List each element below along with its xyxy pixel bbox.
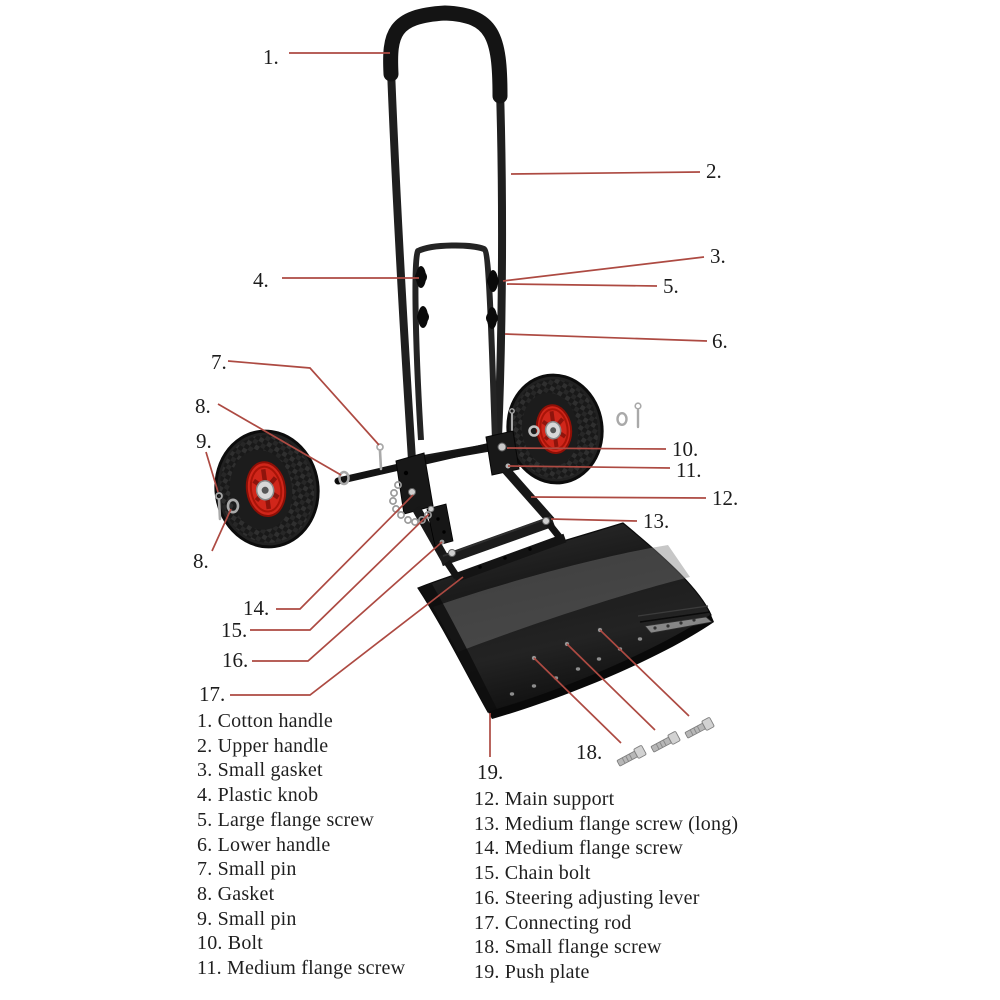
parts-list-item: 9. Small pin xyxy=(197,907,297,930)
flange-screw xyxy=(616,745,647,767)
small-gasket-washer xyxy=(616,412,628,427)
cotton-handle-grip xyxy=(383,5,508,104)
parts-list-item: 3. Small gasket xyxy=(197,759,323,782)
plastic-knob xyxy=(487,270,499,292)
right-bracket xyxy=(485,430,520,476)
small-pin xyxy=(509,408,515,431)
parts-list-item: 11. Medium flange screw xyxy=(197,957,406,980)
axle-ring xyxy=(528,425,540,437)
left-bracket xyxy=(395,452,434,515)
callout-18: 18. xyxy=(576,740,602,764)
parts-list-item: 14. Medium flange screw xyxy=(474,837,683,860)
parts-list-item: 17. Connecting rod xyxy=(474,911,632,934)
parts-list-item: 15. Chain bolt xyxy=(474,862,591,885)
callout-5: 5. xyxy=(663,274,679,298)
callout-13: 13. xyxy=(643,509,669,533)
callout-9: 9. xyxy=(196,429,212,453)
main-support-frame xyxy=(389,430,567,583)
callout-10: 10. xyxy=(672,437,698,461)
lower-handle-tube xyxy=(412,242,498,441)
parts-list-item: 16. Steering adjusting lever xyxy=(474,886,700,909)
parts-list-item: 19. Push plate xyxy=(474,960,590,983)
parts-list-left-column: 1. Cotton handle 2. Upper handle 3. Smal… xyxy=(197,709,405,981)
blade-edge-strip xyxy=(644,616,713,634)
loose-hardware xyxy=(215,402,642,521)
callout-8a: 8. xyxy=(195,394,211,418)
plastic-knob xyxy=(415,266,427,288)
parts-list-item: 18. Small flange screw xyxy=(474,936,662,959)
handle-assembly xyxy=(383,5,508,461)
small-pin xyxy=(376,443,384,471)
callout-19: 19. xyxy=(477,760,503,784)
callout-6: 6. xyxy=(712,329,728,353)
chain-bolt xyxy=(389,481,432,526)
parts-list-item: 7. Small pin xyxy=(197,858,297,881)
callout-3: 3. xyxy=(710,244,726,268)
push-plate xyxy=(417,522,714,719)
steering-adjusting-lever xyxy=(426,503,454,547)
parts-list-item: 8. Gasket xyxy=(197,882,275,905)
callout-2: 2. xyxy=(706,159,722,183)
parts-list-item: 6. Lower handle xyxy=(197,833,331,856)
flange-screw xyxy=(650,731,681,753)
parts-list-item: 13. Medium flange screw (long) xyxy=(474,812,739,835)
callout-16: 16. xyxy=(222,648,248,672)
gasket-washer xyxy=(226,498,240,514)
connecting-rod xyxy=(453,533,567,583)
parts-list-item: 1. Cotton handle xyxy=(197,710,333,732)
callout-15: 15. xyxy=(221,618,247,642)
callout-12: 12. xyxy=(712,486,738,510)
flange-screw xyxy=(684,717,715,739)
plastic-knobs xyxy=(415,266,499,329)
parts-list-item: 2. Upper handle xyxy=(197,734,329,757)
callout-11: 11. xyxy=(676,458,701,482)
upper-handle-left-tube xyxy=(387,69,416,461)
callout-1: 1. xyxy=(263,45,279,69)
edge-strip-holes xyxy=(653,618,696,630)
gasket-washer xyxy=(338,470,350,486)
wheel-left xyxy=(214,429,320,549)
callout-17: 17. xyxy=(199,682,225,706)
parts-list-right-column: 12. Main support 13. Medium flange screw… xyxy=(474,787,738,985)
parts-list-item: 10. Bolt xyxy=(197,932,264,955)
plastic-knob xyxy=(486,307,498,329)
parts-list-item: 4. Plastic knob xyxy=(197,784,319,807)
callout-14: 14. xyxy=(243,596,269,620)
callout-4: 4. xyxy=(253,268,269,292)
wheel-right xyxy=(506,373,604,485)
plastic-knob xyxy=(417,306,429,328)
leader-lines xyxy=(205,52,708,757)
callout-8b: 8. xyxy=(193,549,209,573)
parts-list-item: 5. Large flange screw xyxy=(197,808,375,831)
small-pin xyxy=(215,492,223,521)
callout-labels: 1. 2. 3. 4. 5. 6. 7. 8. 9. 8. 10. 11. 12… xyxy=(193,45,738,784)
upper-handle-right-tube xyxy=(494,89,507,439)
parts-list-item: 12. Main support xyxy=(474,788,615,810)
small-pin xyxy=(634,402,642,429)
medium-flange-screw xyxy=(408,488,416,496)
small-flange-screws xyxy=(616,717,715,767)
callout-7: 7. xyxy=(211,350,227,374)
bolt-head xyxy=(497,442,507,452)
